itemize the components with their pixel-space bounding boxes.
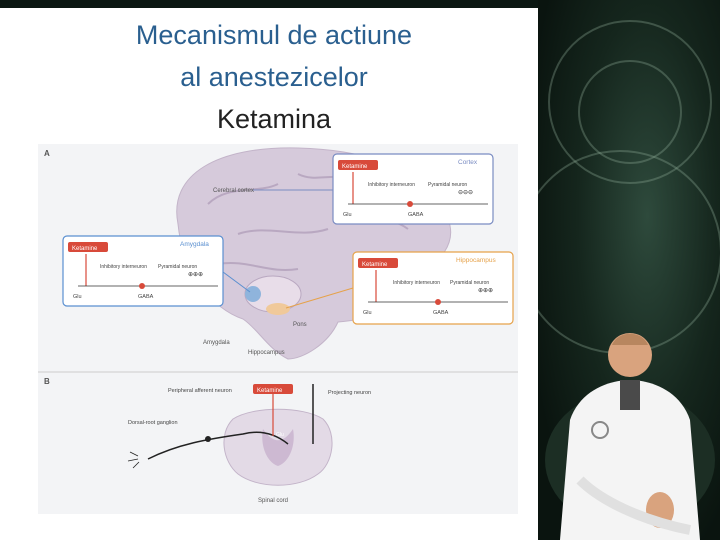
hippocampus-pyramidal-label: Pyramidal neuron	[450, 280, 489, 286]
projecting-neuron-label: Projecting neuron	[328, 390, 371, 396]
title-line-3: Ketamina	[60, 98, 488, 140]
cortex-gaba-label: GABA	[408, 212, 424, 218]
dorsal-root-ganglion	[205, 436, 211, 442]
ketamine-mechanism-diagram: A Cerebral cortex Amygdala Pons Hippocam…	[38, 144, 518, 514]
amygdala-gaba-label: GABA	[138, 294, 154, 300]
cerebral-cortex-label: Cerebral cortex	[213, 188, 254, 194]
spinal-cord-label: Spinal cord	[258, 498, 288, 504]
title-line-1: Mecanismul de actiune	[60, 14, 488, 56]
amygdala-label: Amygdala	[203, 340, 230, 346]
amygdala-pyramidal-label: Pyramidal neuron	[158, 264, 197, 270]
hippocampus-box: Hippocampus Ketamine Inhibitory interneu…	[353, 252, 513, 324]
hippocampus-signs: ⊕⊕⊕	[478, 288, 493, 294]
cortex-glu-label: Glu	[343, 212, 352, 218]
slide-title: Mecanismul de actiune al anestezicelor K…	[60, 14, 488, 140]
cortex-box: Cortex Ketamine Inhibitory interneuron P…	[333, 154, 493, 224]
hippocampus-gaba-label: GABA	[433, 310, 449, 316]
dorsal-root-label: Dorsal-root ganglion	[128, 420, 178, 426]
amygdala-signs: ⊕⊕⊕	[188, 272, 203, 278]
cortex-ketamine-label: Ketamine	[342, 164, 368, 170]
cortex-box-title: Cortex	[458, 159, 478, 166]
amygdala-interneuron-label: Inhibitory interneuron	[100, 264, 147, 270]
panel-b-ketamine-label: Ketamine	[257, 388, 283, 394]
cortex-signs: ⊖⊖⊖	[458, 190, 473, 196]
hippocampus-box-title: Hippocampus	[456, 257, 496, 264]
hippocampus-interneuron-label: Inhibitory interneuron	[393, 280, 440, 286]
amygdala-ketamine-label: Ketamine	[72, 246, 98, 252]
panel-b-label: B	[44, 377, 50, 386]
panel-b-glu-label: Glu	[276, 432, 284, 438]
amygdala-box-title: Amygdala	[180, 241, 209, 248]
hippocampus-label: Hippocampus	[248, 350, 285, 356]
amygdala-glu-label: Glu	[73, 294, 82, 300]
title-line-2: al anestezicelor	[60, 56, 488, 98]
panel-a-label: A	[44, 149, 50, 158]
peripheral-neuron-label: Peripheral afferent neuron	[168, 388, 232, 394]
amygdala-region	[245, 286, 261, 302]
hippocampus-glu-label: Glu	[363, 310, 372, 316]
cortex-pyramidal-label: Pyramidal neuron	[428, 182, 467, 188]
pons-label: Pons	[293, 322, 307, 328]
doctor-illustration	[540, 300, 720, 540]
amygdala-box: Amygdala Ketamine Inhibitory interneuron…	[63, 236, 223, 306]
hippocampus-ketamine-label: Ketamine	[362, 262, 388, 268]
hippocampus-region	[266, 303, 290, 315]
cortex-interneuron-label: Inhibitory interneuron	[368, 182, 415, 188]
